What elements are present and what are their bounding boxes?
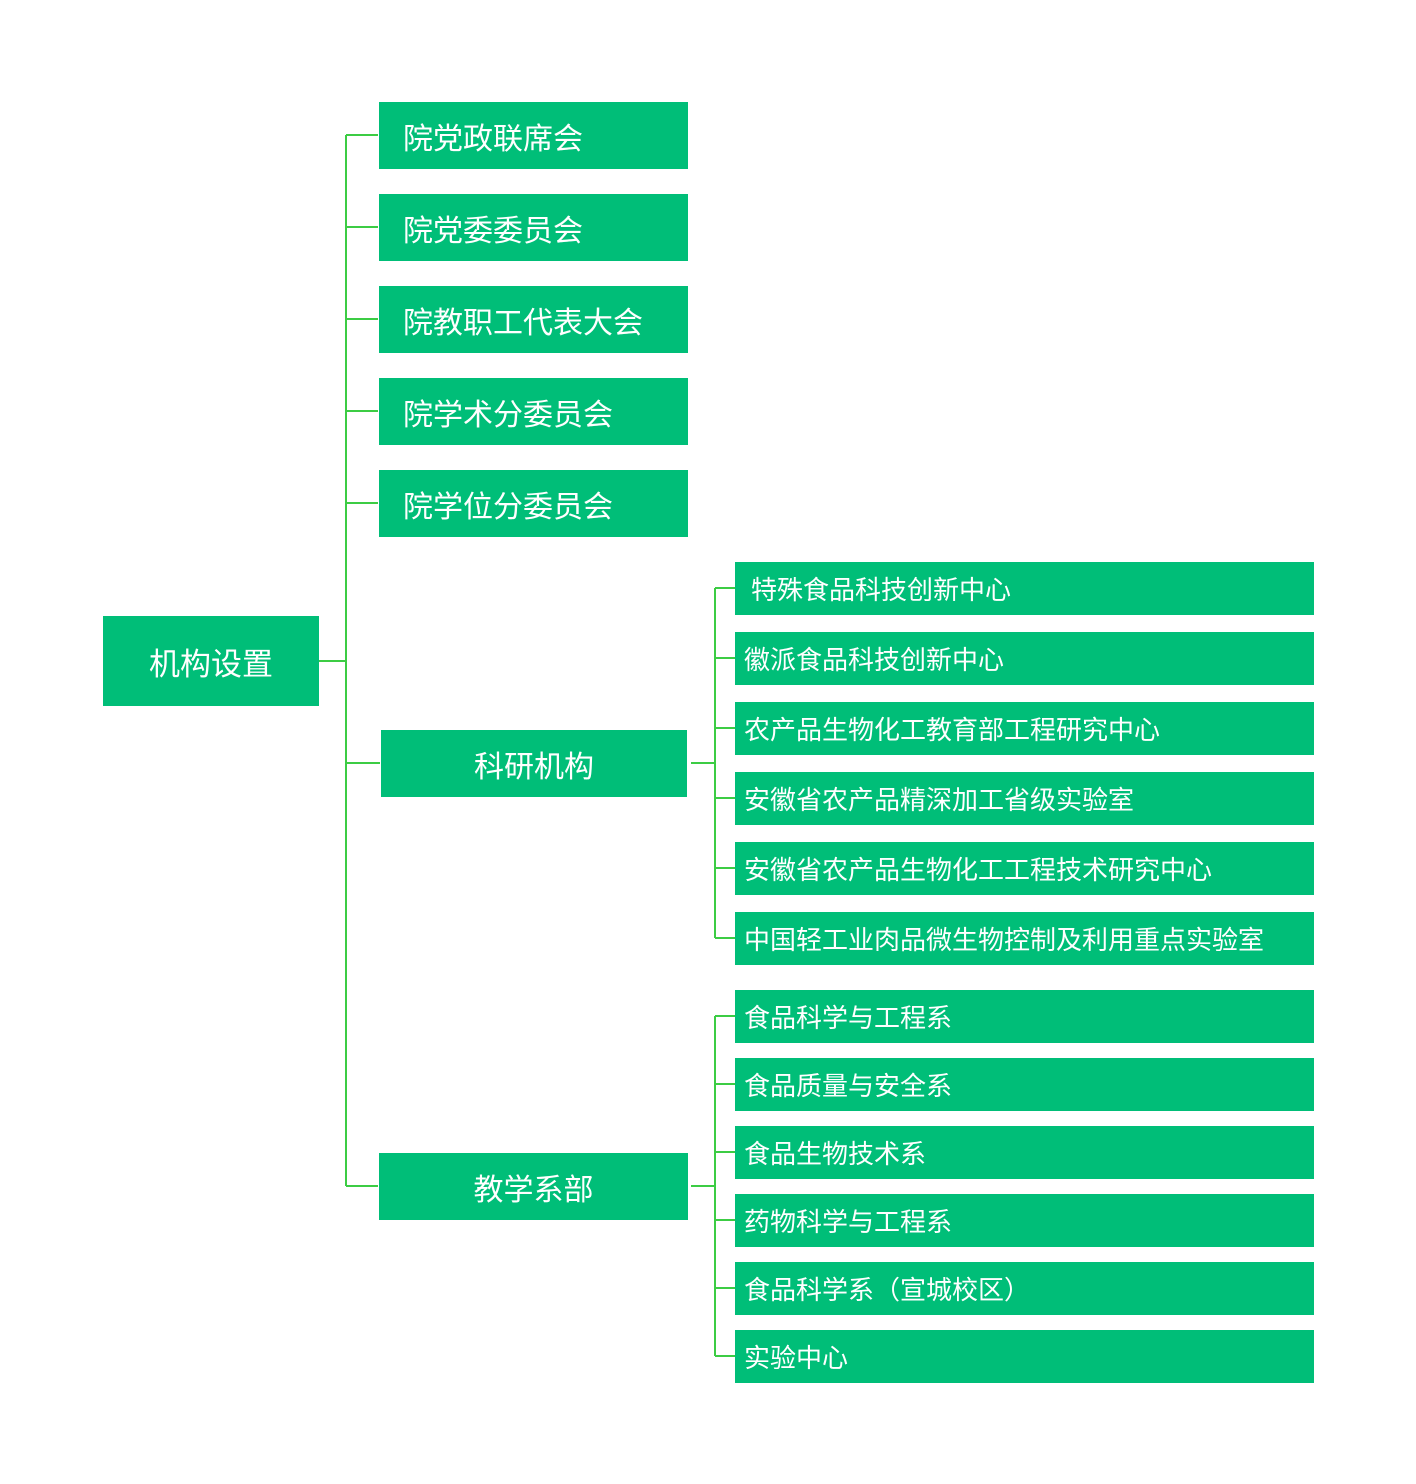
research-child-node[interactable]: 农产品生物化工教育部工程研究中心 (735, 702, 1314, 755)
teaching-child-node[interactable]: 药物科学与工程系 (735, 1194, 1314, 1247)
research-child-node[interactable]: 安徽省农产品精深加工省级实验室 (735, 772, 1314, 825)
research-child-node[interactable]: 中国轻工业肉品微生物控制及利用重点实验室 (735, 912, 1314, 965)
committee-node[interactable]: 院教职工代表大会 (379, 286, 688, 353)
teaching-child-node[interactable]: 实验中心 (735, 1330, 1314, 1383)
research-child-node[interactable]: 安徽省农产品生物化工工程技术研究中心 (735, 842, 1314, 895)
teaching-child-node[interactable]: 食品科学系（宣城校区） (735, 1262, 1314, 1315)
research-node[interactable]: 科研机构 (381, 730, 687, 797)
committee-node[interactable]: 院学术分委员会 (379, 378, 688, 445)
teaching-child-node[interactable]: 食品科学与工程系 (735, 990, 1314, 1043)
committee-node[interactable]: 院党委委员会 (379, 194, 688, 261)
teaching-node[interactable]: 教学系部 (379, 1153, 688, 1220)
committee-node[interactable]: 院党政联席会 (379, 102, 688, 169)
research-child-node[interactable]: 特殊食品科技创新中心 (735, 562, 1314, 615)
research-child-node[interactable]: 徽派食品科技创新中心 (735, 632, 1314, 685)
root-connector (319, 134, 380, 1187)
research-connector (691, 587, 735, 939)
teaching-child-node[interactable]: 食品质量与安全系 (735, 1058, 1314, 1111)
committee-node[interactable]: 院学位分委员会 (379, 470, 688, 537)
teaching-connector (691, 1015, 735, 1357)
teaching-child-node[interactable]: 食品生物技术系 (735, 1126, 1314, 1179)
root-node[interactable]: 机构设置 (103, 616, 319, 706)
